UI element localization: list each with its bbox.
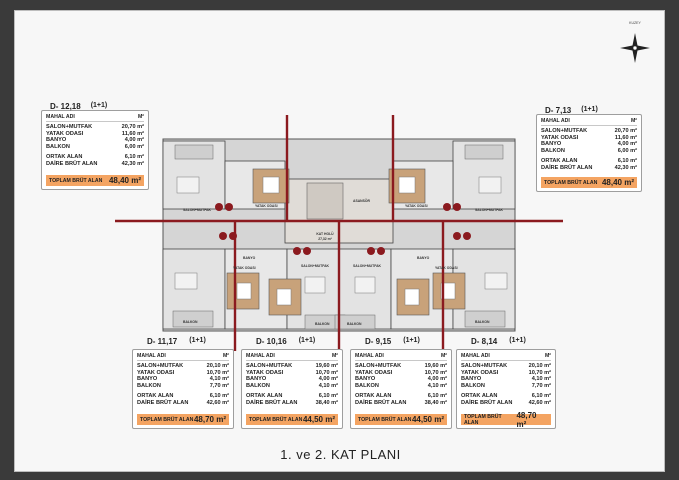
north-arrow-icon bbox=[620, 33, 650, 63]
floor-plan-drawing: KAT HOLÜ 27,32 m² ASANSÖR SALON+MUTFAK Y… bbox=[115, 115, 563, 351]
room-label: SALON+MUTFAK bbox=[183, 208, 212, 212]
unit-divider-lines bbox=[115, 115, 563, 351]
room-label: YATAK ODASI bbox=[435, 266, 458, 270]
page-title: 1. ve 2. KAT PLANI bbox=[280, 447, 401, 462]
room-label: BANYO bbox=[243, 256, 256, 260]
room-label: BALKON bbox=[183, 320, 198, 324]
room-label: SALON+MUTFAK bbox=[353, 264, 382, 268]
building-outline bbox=[162, 138, 516, 332]
room-label: YATAK ODASI bbox=[405, 204, 428, 208]
room-label: BALKON bbox=[347, 322, 362, 326]
card-title: D- 9,15 (1+1) bbox=[365, 337, 420, 346]
room-label: YATAK ODASI bbox=[255, 204, 278, 208]
room-label: YATAK ODASI bbox=[233, 266, 256, 270]
room-label: BALKON bbox=[475, 320, 490, 324]
compass-label: KUZEY bbox=[629, 21, 641, 25]
card-title: D- 11,17 (1+1) bbox=[147, 337, 206, 346]
room-label: SALON+MUTFAK bbox=[475, 208, 504, 212]
card-title: D- 8,14 (1+1) bbox=[471, 337, 526, 346]
elevator-label: ASANSÖR bbox=[353, 198, 371, 203]
card-title: D- 12,18 (1+1) bbox=[50, 102, 108, 111]
plan-sheet: KAT HOLÜ 27,32 m² ASANSÖR SALON+MUTFAK Y… bbox=[14, 10, 665, 472]
card-title: D- 7,13 (1+1) bbox=[545, 106, 598, 115]
room-label: BANYO bbox=[417, 256, 430, 260]
card-title: D- 10,16 (1+1) bbox=[256, 337, 316, 346]
room-label: SALON+MUTFAK bbox=[301, 264, 330, 268]
core-area: 27,32 m² bbox=[318, 237, 332, 241]
room-label: BALKON bbox=[315, 322, 330, 326]
unit-tags bbox=[215, 203, 471, 255]
core-label: KAT HOLÜ bbox=[316, 231, 334, 236]
